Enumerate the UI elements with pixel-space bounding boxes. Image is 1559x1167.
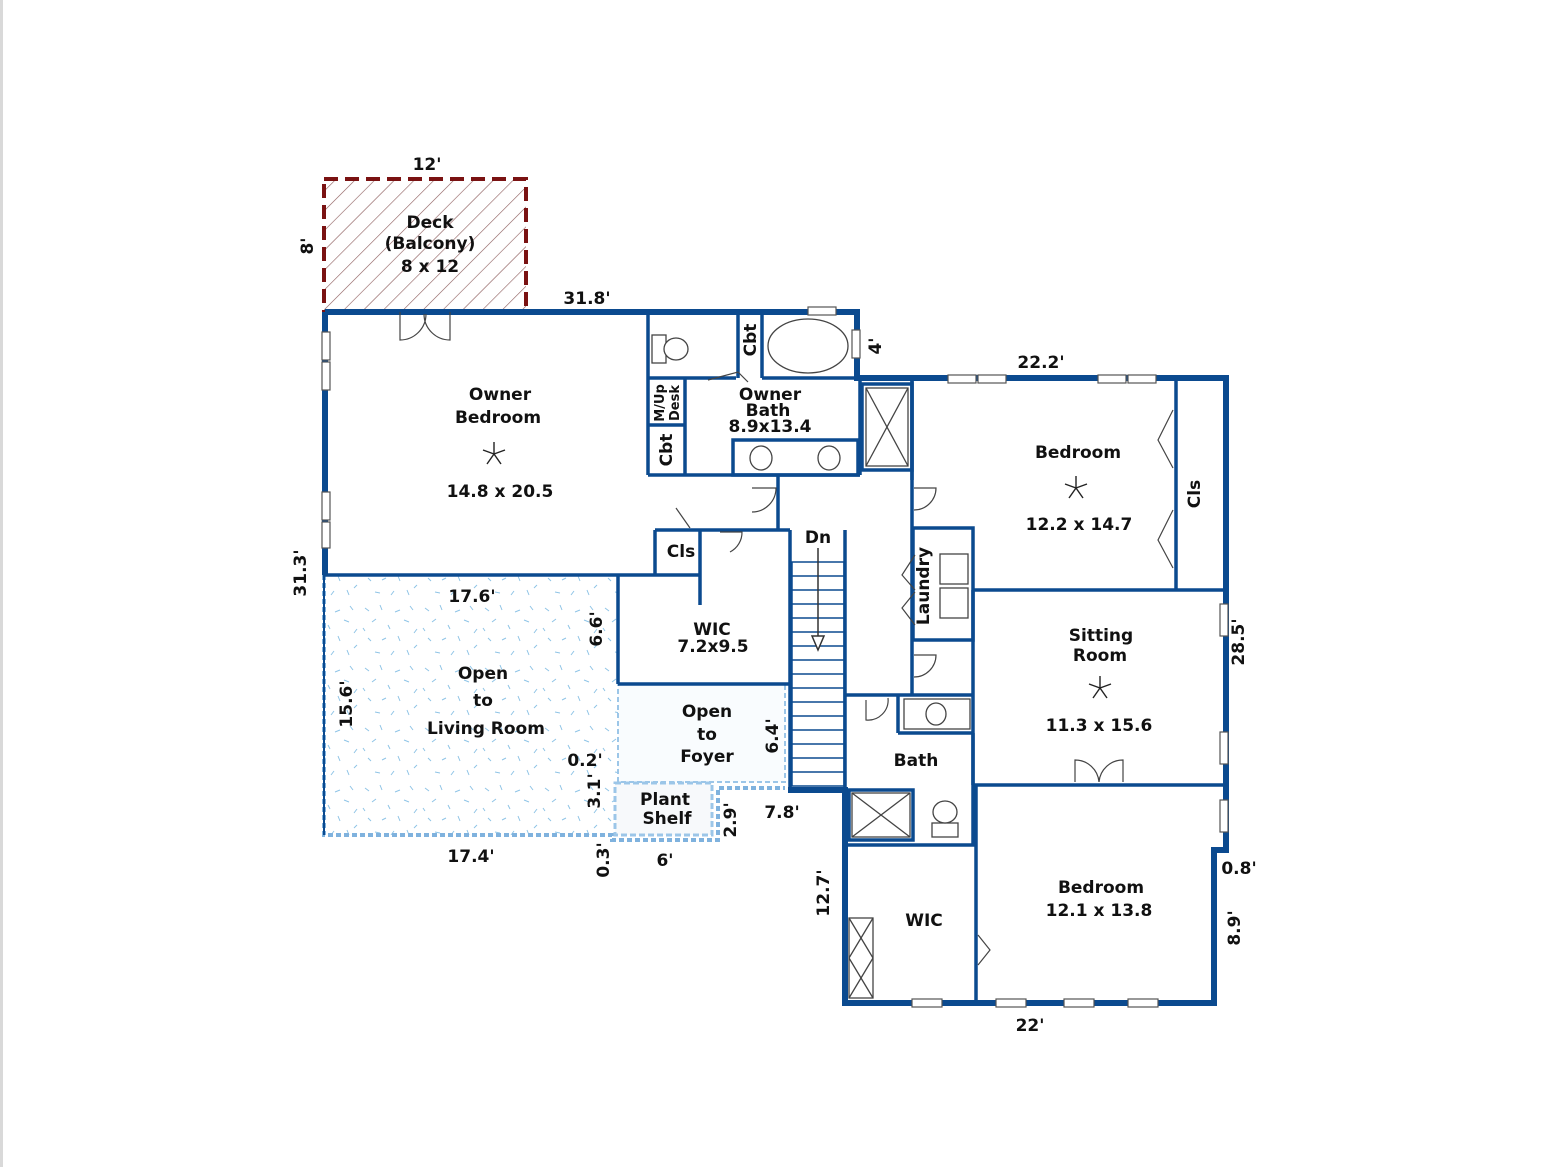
cbt-top-label: Cbt xyxy=(741,324,761,357)
owner-bath-line2: Bath xyxy=(746,401,791,421)
open-foyer-line2: to xyxy=(697,725,717,745)
open-living-line3: Living Room xyxy=(427,719,545,739)
room-labels: Deck (Balcony) 8 x 12 Owner Bedroom 14.8… xyxy=(385,213,1205,931)
open-to-living-area xyxy=(324,575,618,835)
staircase xyxy=(791,548,845,787)
sitting-room-line2: Room xyxy=(1073,646,1127,666)
dim-wic-offset: 6.6' xyxy=(587,611,607,646)
owner-bedroom-line2: Bedroom xyxy=(455,408,541,428)
open-foyer-line3: Foyer xyxy=(680,747,734,767)
dim-living-height: 15.6' xyxy=(337,680,357,727)
mup-desk-line2: Desk xyxy=(668,385,683,421)
sitting-room-line1: Sitting xyxy=(1069,626,1133,646)
dim-deck-depth: 8' xyxy=(298,237,318,254)
dim-shelf-width: 6' xyxy=(656,851,673,871)
cls-right-label: Cls xyxy=(1185,480,1205,508)
interior-walls xyxy=(325,315,1224,1003)
deck-size: 8 x 12 xyxy=(401,257,459,277)
dimension-labels: 12' 8' 31.8' 31.3' 4' 22.2' 28.5' 17.6' … xyxy=(291,155,1257,1036)
dim-living-width-bottom: 17.4' xyxy=(447,847,494,867)
open-foyer-line1: Open xyxy=(682,702,732,722)
stairs-label: Dn xyxy=(805,528,831,548)
dim-deck-width: 12' xyxy=(413,155,442,175)
dim-right-step: 0.8' xyxy=(1221,859,1256,879)
deck-subtitle: (Balcony) xyxy=(385,234,476,254)
owner-bath-line1: Owner xyxy=(739,385,802,405)
cbt-left-label: Cbt xyxy=(657,434,677,467)
bedroom-bottom-name: Bedroom xyxy=(1058,878,1144,898)
page-edge xyxy=(0,0,3,1167)
dim-right-lower: 8.9' xyxy=(1225,910,1245,945)
dim-foyer-height: 6.4' xyxy=(763,718,783,753)
open-to-foyer-area xyxy=(617,683,786,783)
mup-desk-line1: M/Up xyxy=(653,384,668,422)
open-living-line1: Open xyxy=(458,664,508,684)
cls-small-label: Cls xyxy=(667,542,695,562)
fixtures xyxy=(651,318,971,999)
plant-shelf-line2: Shelf xyxy=(642,809,692,829)
owner-bath-size: 8.9x13.4 xyxy=(728,417,811,437)
bedroom-top-size: 12.2 x 14.7 xyxy=(1026,515,1133,535)
wic-lower-label: WIC xyxy=(905,911,943,931)
dim-right-height: 28.5' xyxy=(1229,618,1249,665)
owner-bedroom-line1: Owner xyxy=(469,385,532,405)
dim-left-height: 31.3' xyxy=(291,549,311,596)
bedroom-top-name: Bedroom xyxy=(1035,443,1121,463)
ceiling-fans xyxy=(482,442,1112,699)
wic-main-size: 7.2x9.5 xyxy=(677,637,748,657)
dim-living-width-top: 17.6' xyxy=(448,587,495,607)
doors xyxy=(399,312,1174,966)
dim-small-03: 0.3' xyxy=(594,842,614,877)
wic-main-name: WIC xyxy=(693,620,731,640)
deck-area xyxy=(322,177,528,314)
dim-small-29: 2.9' xyxy=(721,802,741,837)
dim-small-02: 0.2' xyxy=(567,751,602,771)
dim-bath-step: 4' xyxy=(866,337,886,354)
dim-lower-height: 12.7' xyxy=(814,869,834,916)
plant-shelf-line1: Plant xyxy=(640,790,690,810)
laundry-label: Laundry xyxy=(914,547,934,625)
dim-bottom-width: 22' xyxy=(1016,1016,1045,1036)
windows xyxy=(321,306,1229,1008)
sitting-room-size: 11.3 x 15.6 xyxy=(1046,716,1153,736)
bedroom-bottom-size: 12.1 x 13.8 xyxy=(1046,901,1153,921)
dim-right-top-width: 22.2' xyxy=(1017,353,1064,373)
dim-top-width: 31.8' xyxy=(563,289,610,309)
owner-bedroom-size: 14.8 x 20.5 xyxy=(447,482,554,502)
dim-small-31: 3.1' xyxy=(585,773,605,808)
open-living-line2: to xyxy=(473,691,493,711)
plant-shelf-area xyxy=(613,781,714,837)
dim-step-78: 7.8' xyxy=(764,803,799,823)
deck-name: Deck xyxy=(406,213,454,233)
bath-label: Bath xyxy=(894,751,939,771)
